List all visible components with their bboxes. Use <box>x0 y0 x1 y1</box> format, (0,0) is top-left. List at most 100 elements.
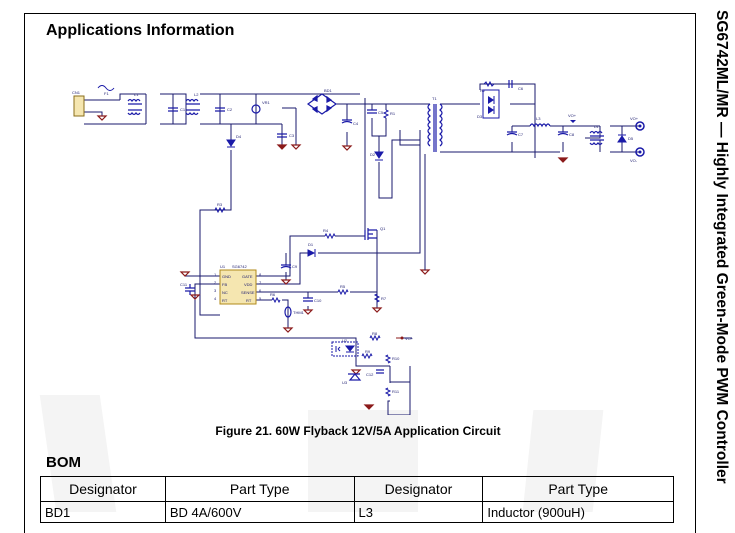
label-c8: C8 <box>569 132 575 137</box>
capacitor-c7-icon <box>506 131 518 136</box>
common-mode-choke-icon <box>589 130 604 146</box>
varistor-icon <box>251 104 261 114</box>
bom-title: BOM <box>46 454 81 471</box>
ic-pin-fb: FB <box>222 282 227 287</box>
ic-pin-nc: NC <box>222 290 228 295</box>
wire-x-cap <box>160 93 187 125</box>
wire-l4 <box>585 126 601 152</box>
wire-d4 <box>220 124 232 211</box>
wire-output-filter <box>512 125 600 152</box>
ground-icon <box>350 369 362 375</box>
capacitor-c10-icon <box>303 297 313 302</box>
label-u1-part: SG6742 <box>232 264 247 269</box>
output-terminal-positive-icon <box>635 121 645 131</box>
label-vo-node: VO+ <box>568 113 577 118</box>
schematic-diagram: CN1 F1 L1 C1 L2 C2 VR1 BD1 C3 D4 <box>72 80 645 415</box>
ic-pin-rt-right: RT <box>246 298 252 303</box>
label-c1: C1 <box>180 107 186 112</box>
diode-d4-icon <box>226 139 236 148</box>
ground-icon <box>179 271 191 277</box>
wire-r3 <box>199 209 225 316</box>
wire-l1 <box>119 93 147 125</box>
capacitor-c2-icon <box>215 107 225 112</box>
label-c2: C2 <box>227 107 233 112</box>
label-d2: D2 <box>370 152 376 157</box>
label-varistor: VR1 <box>262 100 271 105</box>
ic-pin-num: 4 <box>214 296 217 301</box>
line-filter-l1-icon <box>127 98 142 116</box>
column-header-designator: Designator <box>40 476 166 502</box>
vo-node-arrow-icon <box>570 120 576 123</box>
side-title: SG6742ML/MR — Highly Integrated Green-Mo… <box>713 10 730 484</box>
label-vo-sense: VO+ <box>405 336 414 341</box>
vo-sense-node-icon <box>400 336 404 340</box>
wire-sense <box>256 230 378 293</box>
label-d3: D3 <box>477 114 483 119</box>
bridge-rectifier-icon <box>306 93 338 115</box>
label-d4: D4 <box>236 134 242 139</box>
ground-icon <box>276 144 288 150</box>
label-c4: C4 <box>353 121 359 126</box>
capacitor-c12-icon <box>376 369 384 374</box>
ground-icon <box>363 404 375 410</box>
label-d5: D5 <box>628 136 634 141</box>
label-c12: C12 <box>366 372 374 377</box>
label-u3: U3 <box>342 380 348 385</box>
label-vout-minus: VO- <box>630 158 638 163</box>
ic-pin-rt-left: RT <box>222 298 228 303</box>
bom-table: Designator Part Type Designator Part Typ… <box>40 476 674 523</box>
label-d1: D1 <box>308 242 314 247</box>
ic-pin-num: 8 <box>259 272 262 277</box>
resistor-r6-icon <box>271 296 281 304</box>
label-l2: L2 <box>194 92 199 97</box>
label-thermistor: THM1 <box>293 310 305 315</box>
ic-pin-num: 5 <box>259 296 262 301</box>
capacitor-c11-icon <box>185 284 195 295</box>
capacitor-c4-icon <box>341 119 353 124</box>
ground-icon <box>302 309 314 315</box>
label-u1: U1 <box>220 264 226 269</box>
transformer-icon <box>427 103 443 152</box>
tvs-d5-icon <box>617 134 627 143</box>
capacitor-c6-icon <box>508 80 513 88</box>
label-l1: L1 <box>134 92 139 97</box>
label-r9: R9 <box>365 349 371 354</box>
cell-designator: BD1 <box>40 501 166 523</box>
wire-vdd <box>256 130 421 285</box>
diode-d1-icon <box>307 249 316 257</box>
capacitor-c8-icon <box>557 131 569 136</box>
diode-d2-icon <box>374 151 384 161</box>
label-c11: C11 <box>180 282 188 287</box>
wire-input <box>84 99 120 125</box>
capacitor-c3-icon <box>277 133 287 138</box>
ground-icon <box>557 157 569 163</box>
cell-part-type: BD 4A/600V <box>164 501 355 523</box>
label-connector: CN1 <box>72 90 81 95</box>
fuse-icon <box>97 85 115 91</box>
label-r4: R4 <box>323 228 329 233</box>
label-c6: C6 <box>518 86 524 91</box>
resistor-r5-icon <box>337 288 349 296</box>
mosfet-q1-icon <box>364 228 377 240</box>
ic-pin-num: 3 <box>214 288 217 293</box>
controller-ic-icon <box>219 269 257 305</box>
label-l4: L4 <box>594 124 599 129</box>
cell-designator: L3 <box>353 501 484 523</box>
label-r7: R7 <box>381 296 387 301</box>
label-vout-plus: VO+ <box>630 116 639 121</box>
resistor-r11-icon <box>384 387 392 397</box>
figure-caption: Figure 21. 60W Flyback 12V/5A Applicatio… <box>215 424 501 438</box>
label-t1: T1 <box>432 96 437 101</box>
wire-l2-to-bridge <box>200 93 360 125</box>
wire-fb <box>185 275 340 339</box>
section-title: Applications Information <box>46 22 235 39</box>
table-row: BD1 BD 4A/600V L3 Inductor (900uH) <box>40 501 674 523</box>
thermistor-icon <box>284 306 292 318</box>
label-l3: L3 <box>536 116 541 121</box>
connector-icon <box>73 95 85 117</box>
label-r10: R10 <box>392 356 400 361</box>
wire-snubber <box>371 104 421 199</box>
ground-icon <box>371 307 383 313</box>
wire-rt <box>256 299 289 328</box>
wire-rectifier <box>479 83 536 158</box>
